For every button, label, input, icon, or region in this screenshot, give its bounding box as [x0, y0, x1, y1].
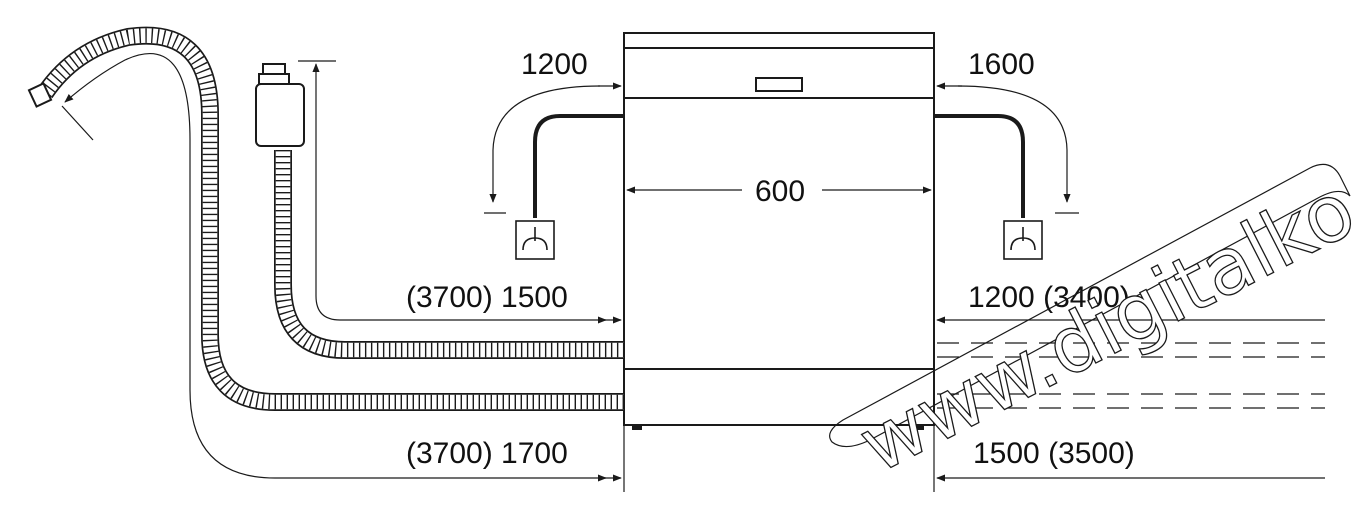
drain-hose-end-tick	[61, 105, 94, 141]
control-display	[755, 77, 803, 92]
left-socket-icon	[515, 220, 555, 260]
aquastop-valve-icon	[255, 63, 305, 147]
dishwasher-feet	[632, 425, 924, 430]
drain-hose-length-arrow	[64, 53, 607, 482]
drain-hose-length-label: (3700) 1700	[406, 437, 568, 470]
right-hose-continuation	[937, 342, 1325, 409]
left-top-curve-arrow	[489, 85, 601, 203]
right-power-cable-length-label: 1600	[968, 48, 1035, 81]
right-drain-length-label: 1500 (3500)	[973, 437, 1135, 470]
watermark-text: www.digitalko.hu	[846, 109, 1358, 491]
right-power-cable	[934, 114, 1025, 218]
left-power-cable-length-label: 1200	[521, 48, 588, 81]
right-socket-icon	[1003, 220, 1043, 260]
watermark: www.digitalko.hu	[829, 109, 1358, 492]
inlet-hose-length-label: (3700) 1500	[406, 281, 568, 314]
drain-hose-end-icon	[27, 82, 53, 108]
left-power-cable	[533, 114, 624, 218]
width-dimension-label: 600	[755, 175, 805, 208]
dishwasher-body	[623, 32, 935, 426]
right-top-curve-arrow	[957, 85, 1071, 203]
